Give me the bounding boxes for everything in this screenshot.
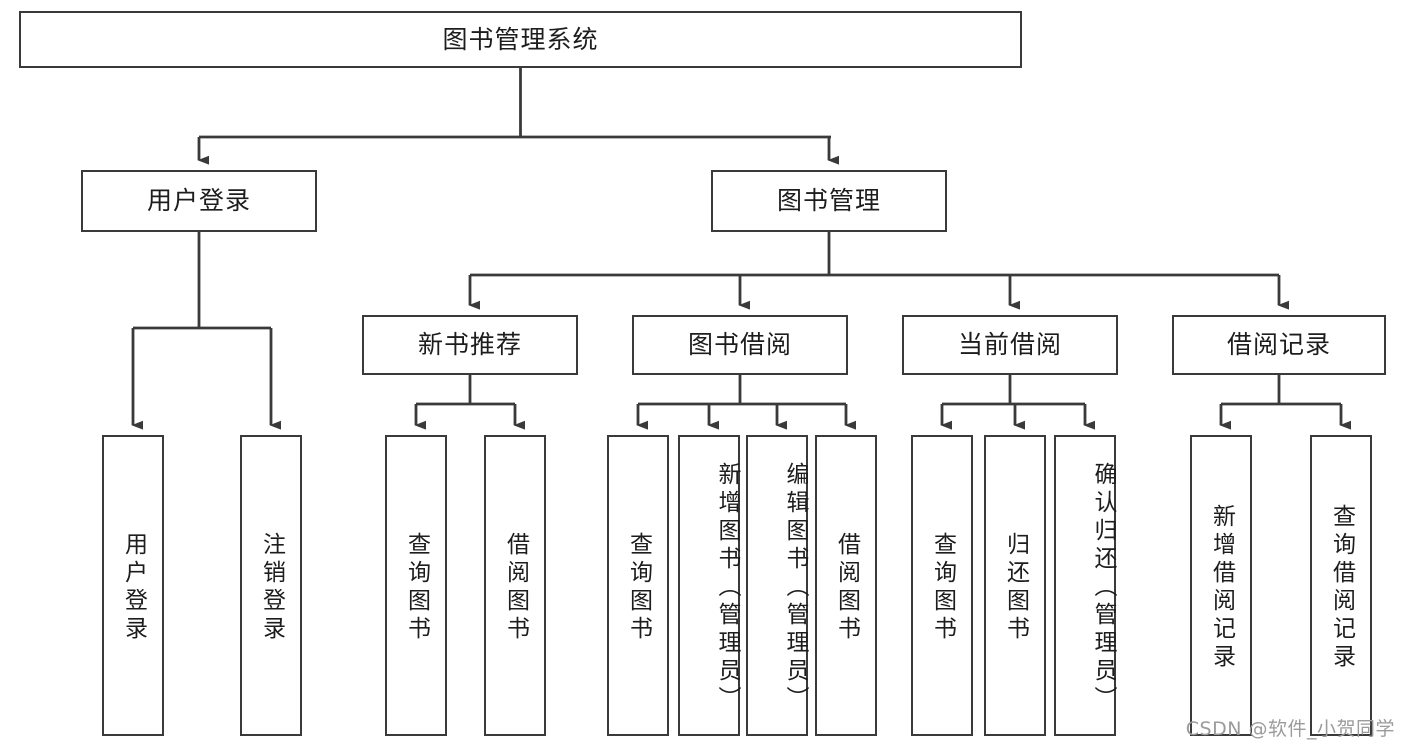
- node-user-login[interactable]: 用户登录: [81, 170, 317, 232]
- node-book-management[interactable]: 图书管理: [711, 170, 947, 232]
- node-label: 借阅图书: [833, 531, 860, 644]
- node-leaf-user-login[interactable]: 用户登录: [102, 435, 164, 736]
- node-label: 新书推荐: [417, 330, 522, 360]
- node-label: 编辑图书（管理员）: [782, 461, 808, 714]
- node-label: 查询图书: [403, 531, 430, 644]
- node-root-system[interactable]: 图书管理系统: [19, 11, 1022, 68]
- node-leaf-add-borrow-record[interactable]: 新增借阅记录: [1190, 435, 1252, 736]
- node-label: 借阅记录: [1226, 330, 1331, 360]
- node-label: 注销登录: [258, 531, 285, 644]
- node-label: 借阅图书: [502, 531, 529, 644]
- node-current-borrow[interactable]: 当前借阅: [902, 315, 1118, 375]
- node-label: 确认归还（管理员）: [1090, 461, 1116, 714]
- node-label: 查询图书: [929, 531, 956, 644]
- node-leaf-query-borrow-record[interactable]: 查询借阅记录: [1310, 435, 1372, 736]
- node-label: 用户登录: [146, 186, 251, 216]
- node-leaf-borrow-book[interactable]: 借阅图书: [815, 435, 877, 736]
- node-label: 查询图书: [625, 531, 652, 644]
- node-borrow-record[interactable]: 借阅记录: [1172, 315, 1386, 375]
- node-label: 图书管理: [776, 186, 881, 216]
- node-leaf-query-book-current[interactable]: 查询图书: [911, 435, 973, 736]
- node-label: 图书借阅: [687, 330, 792, 360]
- node-label: 查询借阅记录: [1328, 503, 1355, 672]
- node-label: 新增图书（管理员）: [714, 461, 740, 714]
- node-leaf-logout[interactable]: 注销登录: [240, 435, 302, 736]
- node-label: 当前借阅: [957, 330, 1062, 360]
- csdn-watermark: CSDN @软件_小贺同学: [1185, 718, 1395, 740]
- node-leaf-edit-book-admin[interactable]: 编辑图书（管理员）: [746, 435, 808, 736]
- node-leaf-return-book[interactable]: 归还图书: [984, 435, 1046, 736]
- node-leaf-query-book-borrow[interactable]: 查询图书: [607, 435, 669, 736]
- node-label: 图书管理系统: [442, 24, 599, 54]
- node-leaf-add-book-admin[interactable]: 新增图书（管理员）: [678, 435, 740, 736]
- node-leaf-query-book-new[interactable]: 查询图书: [385, 435, 447, 736]
- node-label: 归还图书: [1002, 531, 1029, 644]
- node-label: 用户登录: [120, 531, 147, 644]
- node-leaf-confirm-return-admin[interactable]: 确认归还（管理员）: [1054, 435, 1116, 736]
- node-book-borrow[interactable]: 图书借阅: [632, 315, 848, 375]
- node-leaf-borrow-book-new[interactable]: 借阅图书: [484, 435, 546, 736]
- node-label: 新增借阅记录: [1208, 503, 1235, 672]
- node-new-book-recommend[interactable]: 新书推荐: [362, 315, 578, 375]
